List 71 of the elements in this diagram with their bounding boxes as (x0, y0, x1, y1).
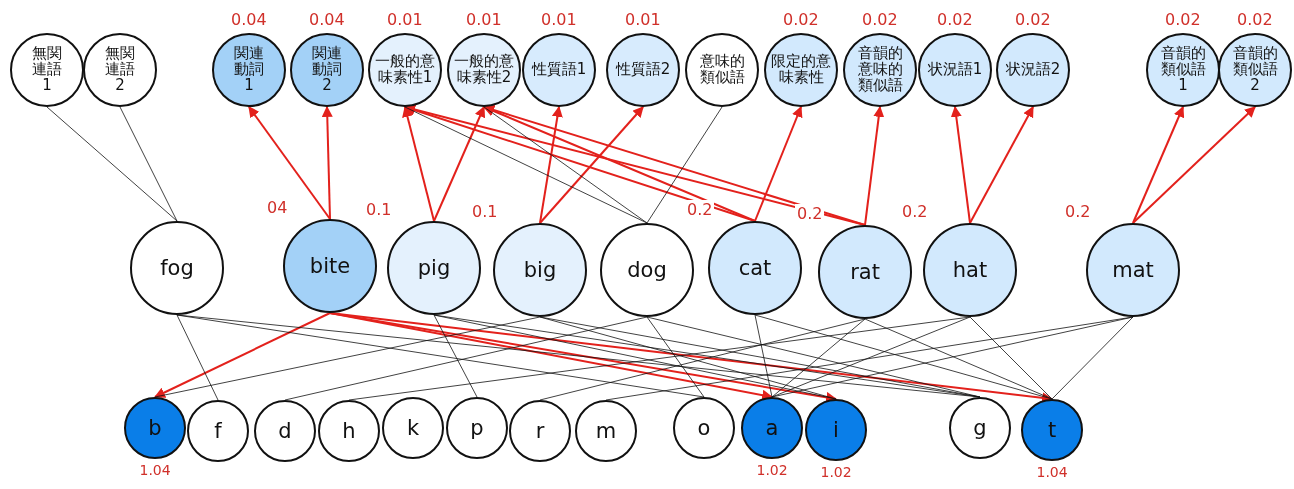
arrow (969, 106, 1034, 224)
link-line (771, 316, 971, 398)
node-label: i (833, 418, 839, 441)
arrow (1132, 106, 1185, 224)
node-label: 無関連語1 (31, 46, 63, 94)
link-line (771, 316, 1134, 398)
node-label: 性質語2 (614, 62, 672, 78)
arrow (864, 105, 885, 226)
node-label: hat (952, 258, 988, 281)
arrow (402, 105, 435, 222)
arrow (248, 106, 331, 220)
link-line (284, 316, 648, 401)
node-label: fog (160, 256, 194, 279)
link-line (433, 314, 478, 398)
node-label: 関連動詞2 (311, 46, 343, 94)
node-label: 一般的意味素性2 (454, 54, 514, 86)
arrow (754, 106, 803, 222)
node-label: 意味的類似語 (699, 54, 745, 86)
link-line (969, 316, 1053, 400)
node-label: t (1047, 418, 1057, 441)
arrow (483, 105, 756, 222)
node-label: cat (738, 256, 772, 279)
node-label: m (595, 419, 617, 442)
node-label: 一般的意味素性1 (375, 54, 435, 86)
link-line (46, 106, 178, 222)
node-label: 関連動詞1 (233, 46, 265, 94)
arrow (539, 106, 644, 224)
link-line (1051, 316, 1134, 400)
node-label: pig (417, 256, 451, 279)
node-label: d (278, 419, 292, 442)
node-label: 音韻的意味的類似語 (857, 46, 903, 94)
arrow (154, 312, 331, 398)
link-line (176, 314, 219, 401)
node-label: 状況語2 (1004, 62, 1062, 78)
node-label: o (697, 416, 711, 439)
node-label: rat (850, 260, 880, 283)
link-line (646, 316, 981, 398)
arrow (1132, 106, 1256, 224)
node-label: 音韻的類似語1 (1159, 46, 1207, 94)
node-circle (509, 400, 571, 462)
link-line (404, 106, 648, 224)
node-label: p (470, 416, 484, 439)
node-label: a (765, 416, 779, 439)
node-label: g (973, 416, 987, 439)
node-label: b (148, 416, 162, 439)
link-line (754, 314, 773, 398)
link-line (864, 318, 1053, 400)
node-label: f (214, 419, 222, 442)
node-label: big (523, 258, 557, 281)
node-label: bite (309, 254, 351, 277)
node-label: 状況語1 (926, 62, 984, 78)
link-line (771, 318, 866, 398)
arrow (539, 105, 563, 224)
arrow (950, 105, 971, 224)
link-line (154, 316, 541, 398)
arrow (321, 105, 333, 220)
link-line (646, 316, 705, 398)
node-label: mat (1112, 258, 1154, 281)
node-label: h (342, 419, 356, 442)
node-label: r (535, 419, 545, 442)
link-line (119, 106, 178, 222)
link-line (646, 106, 723, 224)
node-label: dog (627, 258, 667, 281)
node-label: 音韻的類似語2 (1231, 46, 1279, 94)
node-label: 無関連語2 (104, 46, 136, 94)
link-line (483, 106, 648, 224)
arrow (433, 106, 486, 222)
node-label: k (406, 416, 420, 439)
node-label: 性質語1 (530, 62, 588, 78)
node-label: 限定的意味素性 (771, 54, 831, 86)
node-circle (124, 397, 186, 459)
